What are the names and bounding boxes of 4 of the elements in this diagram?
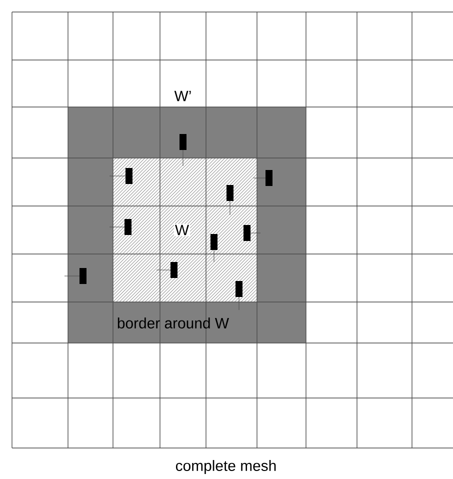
region-label: border around W	[118, 318, 229, 328]
region-label: W’	[174, 90, 191, 102]
hatched-region	[112, 158, 258, 302]
caption: complete mesh	[176, 460, 276, 474]
